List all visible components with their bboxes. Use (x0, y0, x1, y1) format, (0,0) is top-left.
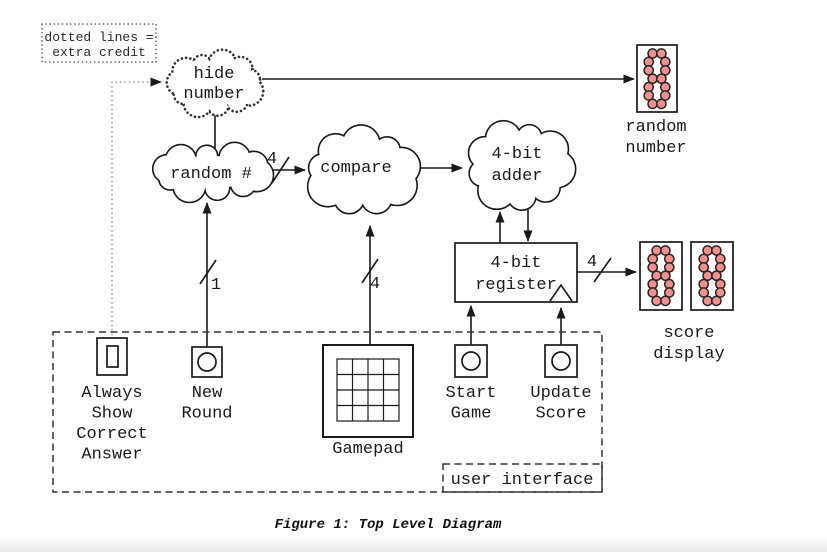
slash-random-to-compare (271, 156, 290, 184)
score-display: score display (639, 241, 734, 364)
compare-label: compare (320, 159, 391, 178)
cloud-random-number-gen (151, 141, 275, 204)
push-button-cap-icon (551, 351, 571, 371)
random-number-digit (643, 48, 671, 110)
slash-gamepad (361, 258, 379, 284)
register-clock-triangle (549, 283, 573, 302)
bus-label-gamepad: 4 (370, 275, 380, 294)
cloud-hide-number (165, 48, 265, 119)
cloud-labels: hide number random # compare 4-bit adder (170, 65, 542, 186)
update-score-button: Update Score (530, 344, 592, 424)
always-show-label-line1: Always (81, 384, 142, 403)
switch-handle-icon (106, 345, 119, 368)
score-digit-right (698, 245, 726, 307)
extra-credit-legend-line1: dotted lines = (44, 30, 153, 45)
adder-label-line1: 4-bit (491, 145, 542, 164)
slash-new-round (199, 259, 217, 285)
page-bottom-edge (0, 536, 827, 552)
user-interface-label: user interface (451, 471, 594, 490)
random-number-display: random number (625, 44, 687, 158)
extra-credit-legend-box (41, 23, 157, 63)
start-game-label-line1: Start (445, 384, 496, 403)
update-score-label-line2: Score (535, 405, 586, 424)
adder-label-line2: adder (491, 167, 542, 186)
score-digit-left (647, 245, 675, 307)
always-show-label-line3: Correct (76, 425, 147, 444)
bus-slashes (199, 156, 612, 285)
bus-label-new-round: 1 (211, 276, 221, 295)
figure-caption: Figure 1: Top Level Diagram (275, 517, 502, 533)
gamepad-block: Gamepad (322, 344, 414, 459)
bus-label-random-to-compare: 4 (267, 150, 277, 169)
always-show-switch: Always Show Correct Answer (76, 337, 148, 465)
score-display-label-line2: display (653, 345, 724, 364)
gamepad-label: Gamepad (332, 440, 403, 459)
bus-label-register-out: 4 (587, 253, 597, 272)
update-score-label-line1: Update (530, 384, 591, 403)
push-button-cap-icon (461, 351, 481, 371)
hide-number-label-line1: hide (194, 65, 235, 84)
new-round-button: New Round (181, 346, 233, 424)
cloud-adder (467, 119, 577, 211)
random-number-label-line2: number (625, 139, 686, 158)
extra-credit-legend-line2: extra credit (52, 45, 146, 60)
register-block: 4-bit register (454, 242, 578, 303)
start-game-label-line2: Game (451, 405, 492, 424)
score-display-label-line1: score (663, 324, 714, 343)
gamepad-grid-lines (337, 359, 399, 421)
cloud-compare (306, 124, 422, 215)
random-number-gen-label: random # (170, 165, 252, 184)
user-interface-box (52, 331, 603, 493)
bus-labels: 4 1 4 4 (211, 150, 597, 295)
always-show-label-line2: Show (92, 405, 134, 424)
register-label-line2: register (475, 276, 557, 295)
hide-number-label-line2: number (183, 85, 244, 104)
start-game-button: Start Game (445, 344, 497, 424)
user-interface-label-box (442, 463, 603, 493)
wire-always-show-to-hide-number (111, 77, 162, 340)
random-number-label-line1: random (625, 118, 686, 137)
slash-register-out (593, 257, 612, 283)
new-round-label-line2: Round (181, 405, 232, 424)
new-round-label-line1: New (192, 384, 223, 403)
wires (202, 74, 637, 347)
always-show-label-line4: Answer (81, 446, 142, 465)
register-label-line1: 4-bit (490, 254, 541, 273)
push-button-cap-icon (197, 352, 217, 372)
